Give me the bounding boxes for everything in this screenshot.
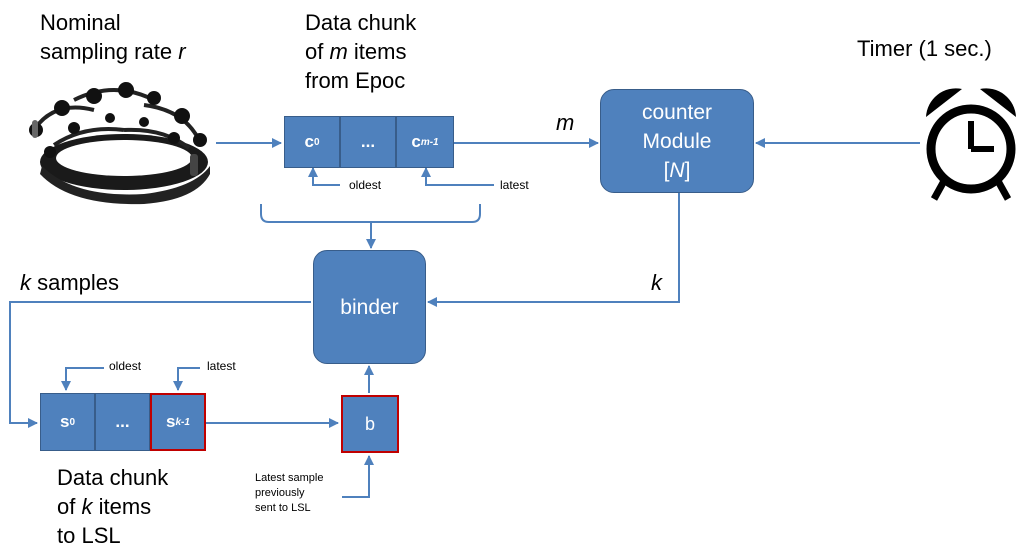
binder-module: binder (313, 250, 426, 364)
top-latest-label: latest (500, 178, 529, 192)
timer-label: Timer (1 sec.) (857, 36, 992, 61)
arrow-counter-to-binder (427, 193, 680, 307)
bracket-top-array (260, 204, 481, 223)
eeg-headset-icon (29, 82, 210, 205)
bottom-array-cell-1: ... (95, 393, 150, 451)
bottom-oldest-label: oldest (109, 359, 142, 373)
pointer-oldest-bottom (61, 367, 104, 391)
arrow-binder-to-bottom-chunk (9, 301, 311, 428)
top-oldest-label: oldest (349, 178, 382, 192)
k-arrow-label: k (651, 270, 662, 295)
pointer-oldest-top (308, 167, 340, 186)
arrow-latest-sample-to-b (342, 455, 374, 498)
latest-sample-label: Latest sample previously sent to LSL (255, 472, 324, 514)
data-chunk-k-label: Data chunk of k items to LSL (57, 465, 169, 548)
k-samples-label: k samples (20, 270, 120, 295)
pointer-latest-top (421, 167, 494, 186)
alarm-clock-icon (926, 88, 1016, 201)
top-array-cell-1: ... (340, 116, 396, 168)
nominal-rate-label: Nominal sampling rate r (40, 10, 186, 64)
pointer-latest-bottom (173, 367, 200, 391)
bottom-latest-label: latest (207, 359, 236, 373)
data-chunk-m-label: Data chunk of m items from Epoc (305, 10, 417, 93)
b-box: b (341, 395, 399, 453)
m-arrow-label: m (556, 110, 575, 135)
counter-module: counter Module [N] (600, 89, 754, 193)
